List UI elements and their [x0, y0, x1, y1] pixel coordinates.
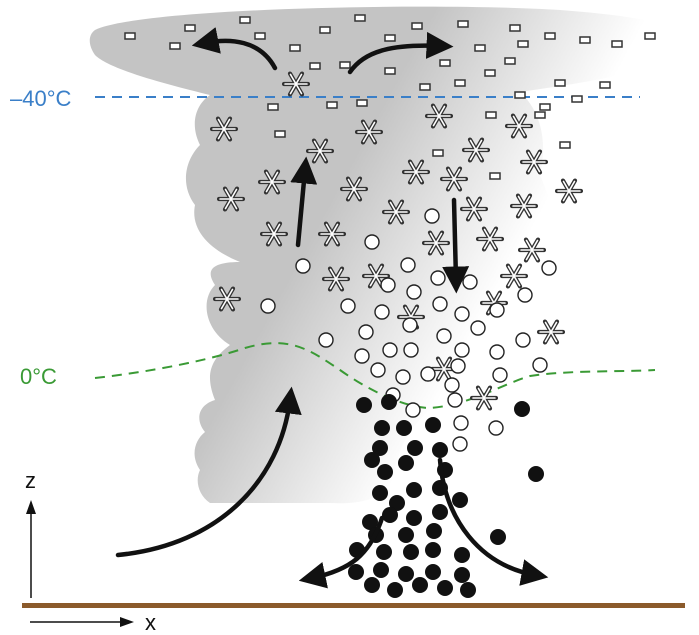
small-rectangle-icon	[124, 14, 656, 180]
cloud-body	[89, 6, 691, 504]
x-axis-arrowhead-icon	[120, 617, 134, 627]
axis-indicator: z x	[25, 468, 156, 635]
minus40-label: –40°C	[10, 86, 72, 111]
z-axis-label: z	[25, 468, 36, 493]
inflow-arrow	[115, 386, 302, 558]
zero-label: 0°C	[20, 364, 57, 389]
x-axis-label: x	[145, 610, 156, 635]
z-axis-arrowhead-icon	[26, 500, 36, 514]
outflow-left-arrow	[298, 515, 385, 589]
downdraft-arrow	[442, 197, 470, 294]
hollow-circle-icon	[260, 208, 557, 452]
updraft-arrow	[290, 156, 318, 248]
ground-surface	[22, 603, 685, 608]
anvil-outflow-right-arrow	[347, 31, 454, 75]
anvil-outflow-left-arrow	[191, 27, 278, 71]
filled-circle-icon	[348, 394, 544, 598]
airflow-arrows	[115, 27, 549, 589]
outflow-right-arrow	[437, 457, 549, 586]
